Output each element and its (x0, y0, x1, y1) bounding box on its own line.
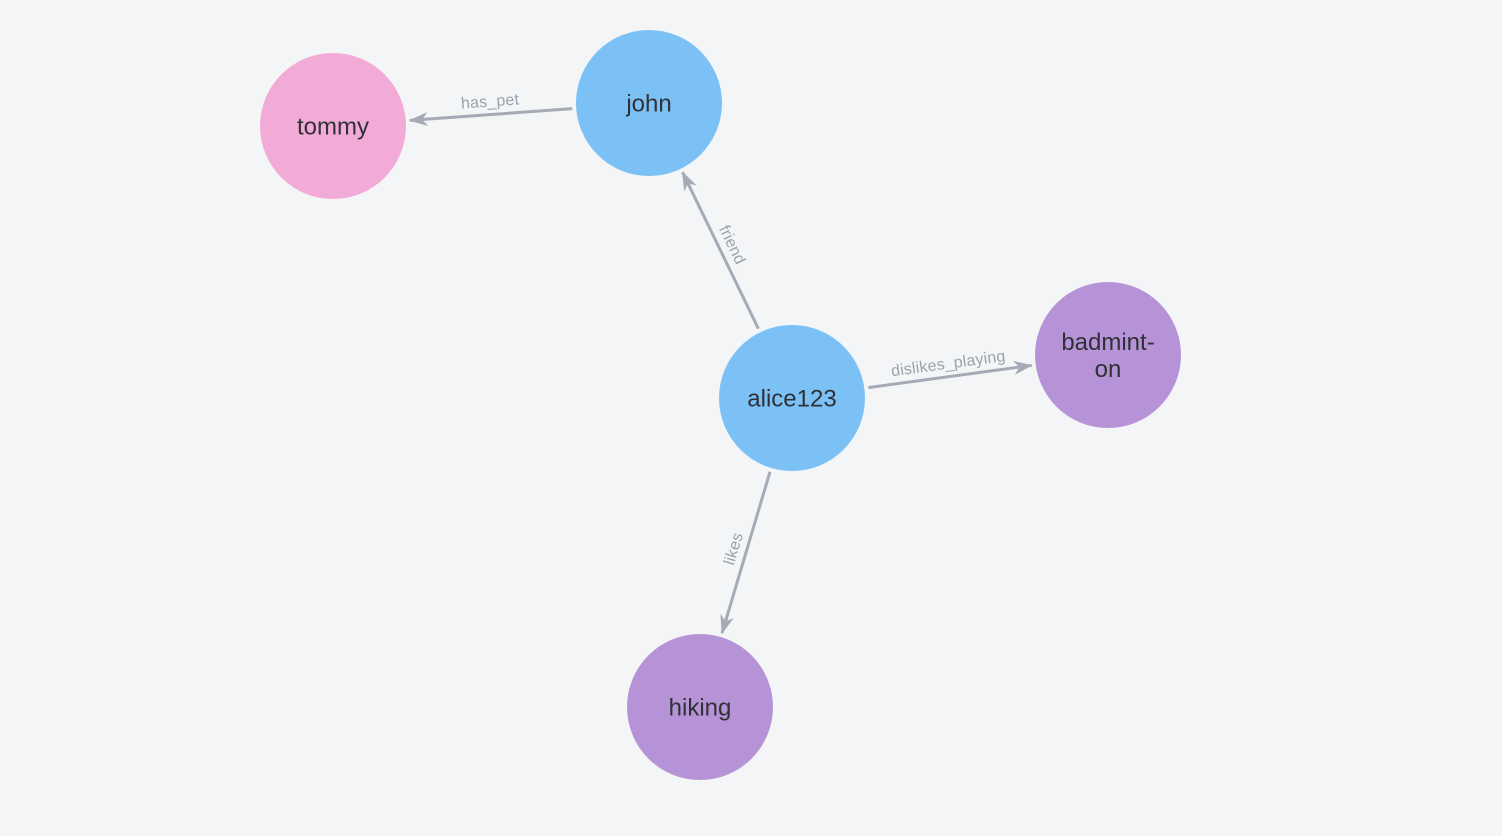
node-circle (576, 30, 722, 176)
graph-node-john[interactable]: john (576, 30, 722, 176)
graph-node-badminton[interactable]: badmint-on (1035, 282, 1181, 428)
graph-edge-friend[interactable]: friend (681, 171, 760, 330)
node-circle (1035, 282, 1181, 428)
graph-node-alice123[interactable]: alice123 (719, 325, 865, 471)
graph-node-tommy[interactable]: tommy (260, 53, 406, 199)
edge-line (720, 471, 772, 635)
graph-edge-dislikes_playing[interactable]: dislikes_playing (868, 348, 1033, 390)
edge-line (681, 171, 760, 330)
node-circle (260, 53, 406, 199)
node-circle (627, 634, 773, 780)
edge-label: friend (715, 223, 748, 268)
graph-edge-has_pet[interactable]: has_pet (408, 91, 573, 127)
node-circle (719, 325, 865, 471)
graph-node-hiking[interactable]: hiking (627, 634, 773, 780)
edge-label: has_pet (460, 91, 520, 112)
graph-edge-likes[interactable]: likes (720, 471, 772, 635)
edge-line (868, 360, 1033, 390)
edge-line (408, 107, 573, 127)
